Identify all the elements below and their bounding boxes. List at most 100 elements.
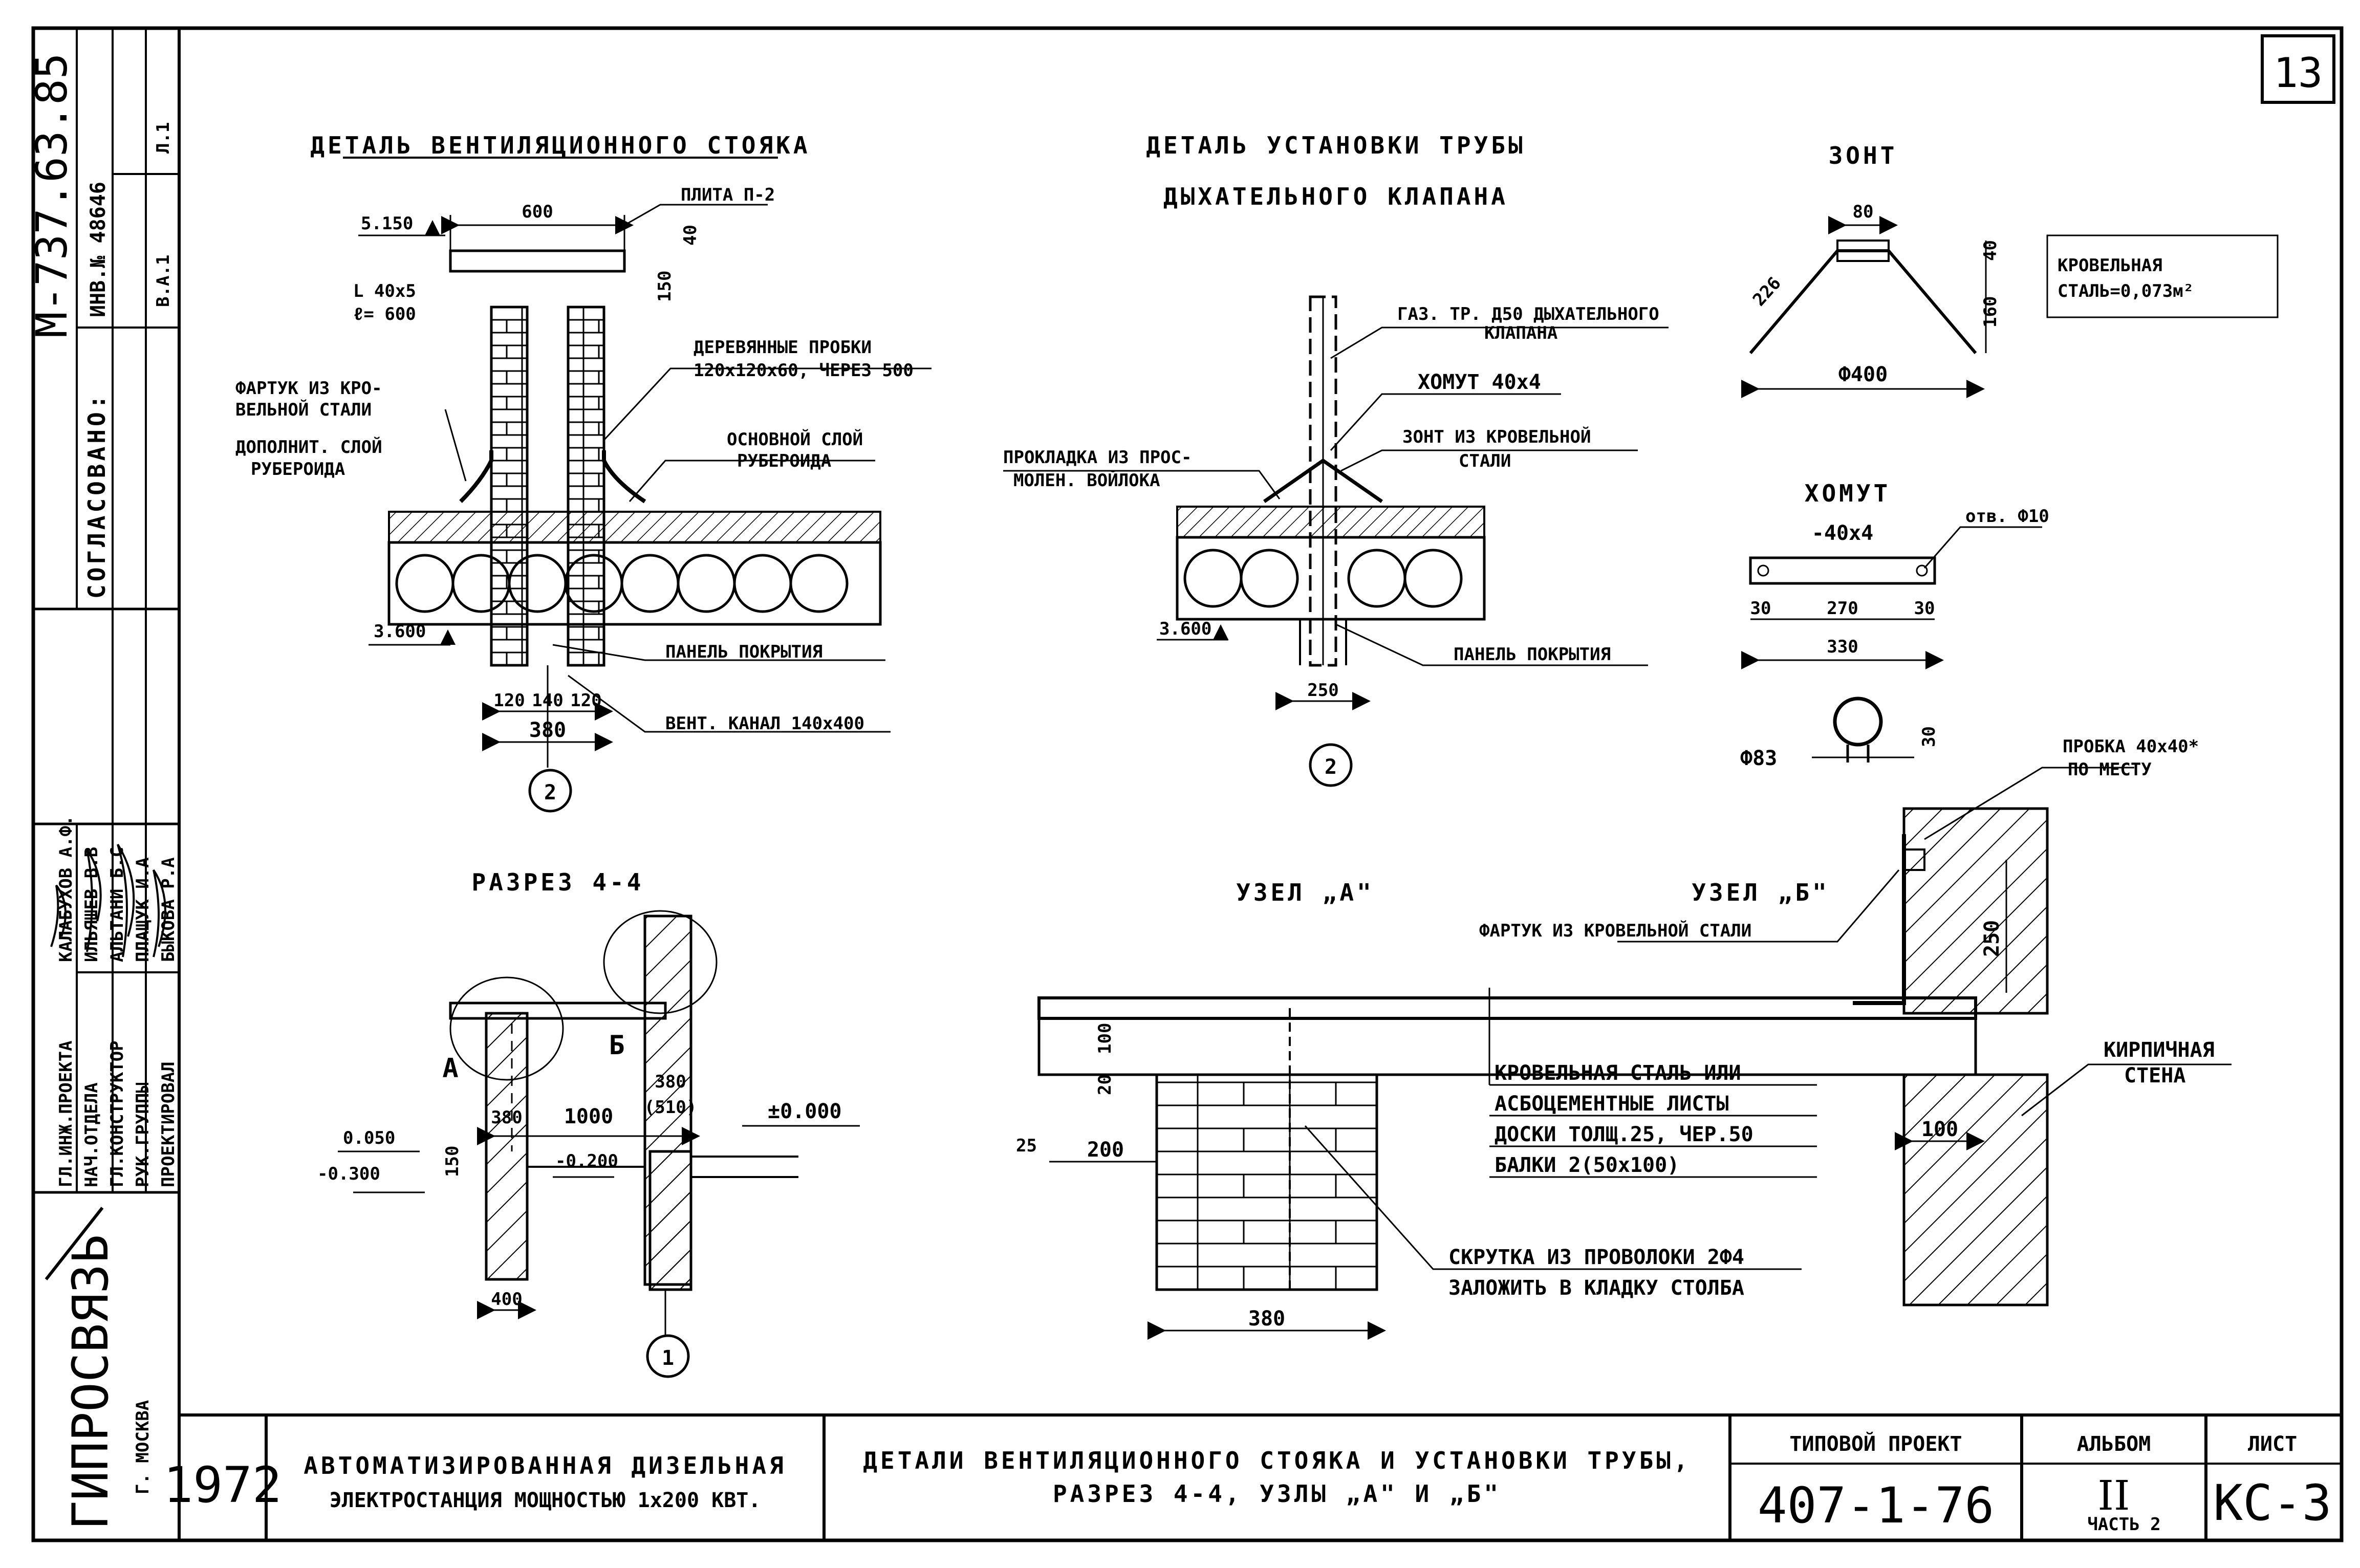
razrez-level-1: 0.050 <box>343 1128 395 1148</box>
homut-dia: Ф83 <box>1740 747 1777 770</box>
razrez-title: РАЗРЕЗ 4-4 <box>472 868 644 896</box>
pipe-gas-2: КЛАПАНА <box>1484 323 1557 343</box>
role-3: ГЛ.КОНСТРУКТОР <box>107 1040 127 1187</box>
title-album-label: АЛЬБОМ <box>2077 1432 2151 1456</box>
vent-dim-150: 150 <box>655 271 675 302</box>
title-project-desc-2: ЭЛЕКТРОСТАНЦИЯ МОЩНОСТЬЮ 1х200 КВТ. <box>330 1489 761 1512</box>
uzel-b-wall-1: КИРПИЧНАЯ <box>2104 1038 2215 1062</box>
zont-dim-slope: 226 <box>1749 273 1785 310</box>
pipe-title-1: ДЕТАЛЬ УСТАНОВКИ ТРУБЫ <box>1146 132 1525 159</box>
razrez-node-b: Б <box>609 1030 624 1061</box>
uzel-a-layer-3: ДОСКИ ТОЛЩ.25, ЧЕР.50 <box>1495 1123 1753 1146</box>
razrez-dim-380b: 380 <box>655 1072 686 1092</box>
uzel-a-twist-1: СКРУТКА ИЗ ПРОВОЛОКИ 2Ф4 <box>1448 1246 1744 1269</box>
vent-detail-title: ДЕТАЛЬ ВЕНТИЛЯЦИОННОГО СТОЯКА <box>310 132 810 159</box>
zont-dim-40: 40 <box>1980 240 2001 261</box>
uzel-b-dim-250: 250 <box>1980 920 2004 957</box>
uzel-b-plug-2: ПО МЕСТУ <box>2068 759 2152 780</box>
uzel-a-dim-25: 25 <box>1016 1136 1037 1156</box>
homut-strip: -40x4 <box>1812 521 1873 545</box>
title-typical-label: ТИПОВОЙ ПРОЕКТ <box>1789 1431 1962 1456</box>
org-name: ГИПРОСВЯЗЬ <box>62 1234 119 1530</box>
left-strip-mark1: Л.1 <box>153 122 174 154</box>
razrez-drawing <box>338 910 860 1378</box>
razrez-level-4: ±0.000 <box>768 1100 842 1123</box>
title-album-value: II <box>2097 1472 2130 1519</box>
homut-total: 330 <box>1827 637 1858 657</box>
vent-main-2: РУБЕРОИДА <box>737 451 831 471</box>
title-year: 1972 <box>163 1456 282 1514</box>
pipe-detail-drawing <box>1003 295 1669 787</box>
zont-note-2: СТАЛЬ=0,073м² <box>2058 281 2194 301</box>
vent-apron-2: ВЕЛЬНОЙ СТАЛИ <box>235 399 372 420</box>
sheet-number: 13 <box>2274 49 2323 97</box>
vent-main-1: ОСНОВНОЙ СЛОЙ <box>727 429 863 450</box>
razrez-dim-510: (510) <box>644 1097 697 1118</box>
homut-dim-1: 30 <box>1750 598 1771 619</box>
left-strip-signatures <box>50 843 166 957</box>
homut-drawing <box>1741 526 2042 763</box>
title-typical-value: 407-1-76 <box>1758 1477 1994 1534</box>
pipe-gasket-1: ПРОКЛАДКА ИЗ ПРОС- <box>1003 447 1192 468</box>
vent-plugs-1: ДЕРЕВЯННЫЕ ПРОБКИ <box>694 337 872 358</box>
title-sheet-label: ЛИСТ <box>2248 1432 2297 1456</box>
vent-angle-1: L 40x5 <box>353 281 416 301</box>
title-album-part: ЧАСТЬ 2 <box>2087 1514 2160 1535</box>
vent-extra-1: ДОПОЛНИТ. СЛОЙ <box>235 437 382 458</box>
vent-extra-2: РУБЕРОИДА <box>251 459 345 480</box>
zont-dim-160: 160 <box>1980 296 2001 328</box>
uzel-a-dim-380: 380 <box>1248 1307 1285 1331</box>
razrez-level-3: -0.200 <box>555 1151 618 1171</box>
vent-dim-total: 380 <box>529 718 566 742</box>
left-strip-roles: ГЛ.ИНЖ.ПРОЕКТА НАЧ.ОТДЕЛА ГЛ.КОНСТРУКТОР… <box>56 1040 179 1187</box>
razrez-dim-380a: 380 <box>491 1107 522 1128</box>
uzel-a-layer-4: БАЛКИ 2(50x100) <box>1495 1153 1679 1177</box>
role-1: ГЛ.ИНЖ.ПРОЕКТА <box>56 1040 76 1187</box>
homut-dim-30: 30 <box>1919 726 1939 747</box>
pipe-dim: 250 <box>1307 680 1338 701</box>
uzel-a-twist-2: ЗАЛОЖИТЬ В КЛАДКУ СТОЛБА <box>1448 1276 1744 1300</box>
title-sheet-2: РАЗРЕЗ 4-4, УЗЛЫ „А" И „Б" <box>1053 1480 1501 1508</box>
uzel-a-dim-20: 20 <box>1095 1074 1115 1095</box>
uzel-b-apron: ФАРТУК ИЗ КРОВЕЛЬНОЙ СТАЛИ <box>1479 920 1751 941</box>
homut-dim-3: 30 <box>1914 598 1935 619</box>
role-2: НАЧ.ОТДЕЛА <box>81 1082 102 1187</box>
uzel-b-wall-2: СТЕНА <box>2124 1064 2185 1087</box>
pipe-clamp: ХОМУТ 40х4 <box>1418 371 1541 394</box>
vent-level-bottom: 3.600 <box>374 621 426 642</box>
razrez-dim-150: 150 <box>442 1146 463 1177</box>
vent-panel: ПАНЕЛЬ ПОКРЫТИЯ <box>665 642 822 662</box>
pipe-umbrella-2: СТАЛИ <box>1459 451 1511 471</box>
homut-title: ХОМУТ <box>1805 480 1891 507</box>
left-strip-inv: ИНВ.№ 48646 <box>86 182 110 317</box>
left-strip-code: М-737.63.85 <box>27 53 77 338</box>
vent-dim-1: 120 <box>493 690 525 711</box>
uzel-b-plug-1: ПРОБКА 40х40* <box>2063 736 2199 757</box>
title-sheet-value: КС-3 <box>2213 1474 2331 1532</box>
title-sheet-1: ДЕТАЛИ ВЕНТИЛЯЦИОННОГО СТОЯКА И УСТАНОВК… <box>863 1447 1691 1474</box>
homut-hole: отв. Ф10 <box>1965 506 2049 527</box>
zont-dim-top: 80 <box>1853 202 1874 222</box>
zont-note-1: КРОВЕЛЬНАЯ <box>2058 255 2162 276</box>
pipe-gasket-2: МОЛЕН. ВОЙЛОКА <box>1013 470 1160 491</box>
pipe-umbrella-1: ЗОНТ ИЗ КРОВЕЛЬНОЙ <box>1402 426 1591 447</box>
vent-dim-40: 40 <box>680 225 701 246</box>
razrez-dim-1000: 1000 <box>564 1105 613 1128</box>
pipe-gas-1: ГАЗ. ТР. Д50 ДЫХАТЕЛЬНОГО <box>1397 304 1659 324</box>
vent-channel: ВЕНТ. КАНАЛ 140х400 <box>665 713 864 734</box>
uzel-b-title: УЗЕЛ „Б" <box>1692 879 1830 906</box>
pipe-level: 3.600 <box>1159 619 1211 639</box>
org-city: Г. МОСКВА <box>133 1400 153 1494</box>
vent-plugs-2: 120x120x60, ЧЕРЕЗ 500 <box>694 360 914 381</box>
pipe-panel: ПАНЕЛЬ ПОКРЫТИЯ <box>1454 644 1611 665</box>
razrez-node-a: А <box>442 1053 458 1084</box>
name-4: ПЛАЩУК И.А <box>133 857 153 962</box>
sheet-frame <box>31 26 2344 1542</box>
zont-drawing <box>1741 216 2279 398</box>
razrez-dim-400: 400 <box>491 1289 522 1310</box>
pipe-axis: 2 <box>1325 755 1337 779</box>
vent-detail-drawing <box>343 157 932 813</box>
vent-level-top: 5.150 <box>361 213 413 234</box>
